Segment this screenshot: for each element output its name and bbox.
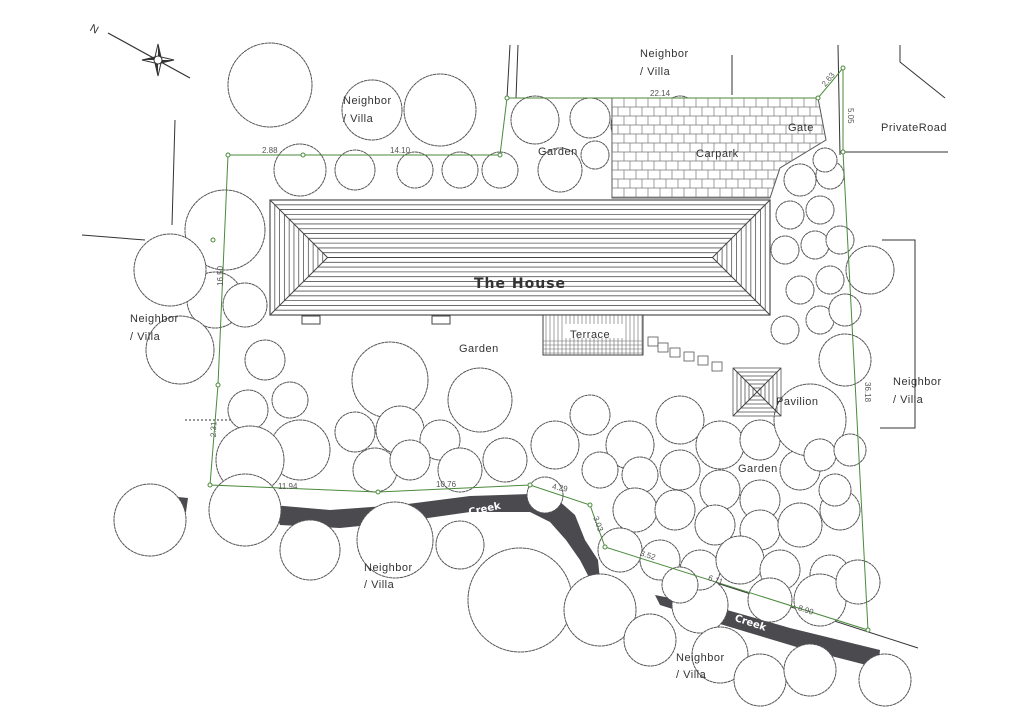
neighbor-west-label: Neighbor/ Villa [130,313,179,343]
neighbor-south-1-label: Neighbor/ Villa [364,562,413,591]
dim-west-small: 2.88 [262,146,278,155]
dim-east: 36.18 [863,382,872,403]
garden-east-label: Garden [738,463,778,475]
house-label: The House [474,276,566,292]
carpark-label: Carpark [696,148,739,160]
gate-label: Gate [788,122,814,134]
north-arrow: N [88,22,191,79]
garden-west-label: Garden [459,343,499,355]
dim-northeast: 2.63 [820,70,837,88]
dim-east-top: 5.05 [846,108,855,124]
dim-south-3: 4.29 [551,482,568,494]
terrace [542,314,644,356]
private-road-label: PrivateRoad [881,122,947,134]
neighbor-north-1-label: Neighbor/ Villa [343,95,392,125]
tree-canopies [113,42,912,707]
north-letter: N [88,22,101,37]
dim-south-4: 3.03 [591,515,605,533]
neighbor-north-2-label: Neighbor/ Villa [640,48,689,78]
house [269,199,771,325]
neighbor-east-label: Neighbor/ Villa [893,376,942,406]
dim-southwest: 2.31 [209,421,219,437]
dim-south-2: 10.76 [436,480,457,489]
dim-north-2: 22.14 [650,89,671,98]
stepping-stones [647,336,723,372]
creek-main-band [272,494,600,585]
area-labels: The House Terrace Pavilion Carpark Gate … [130,48,947,681]
plot-boundary [207,65,871,633]
garden-north-label: Garden [538,146,578,158]
compass-rose-icon [141,43,175,77]
pavilion-label: Pavilion [776,396,819,408]
neighbor-south-2-label: Neighbor/ Villa [676,652,725,681]
dim-west: 16.50 [216,265,225,286]
dim-north-1: 14.10 [390,146,411,155]
terrace-label: Terrace [570,329,610,341]
dim-south-1: 11.94 [278,482,298,491]
pavilion [732,367,782,417]
